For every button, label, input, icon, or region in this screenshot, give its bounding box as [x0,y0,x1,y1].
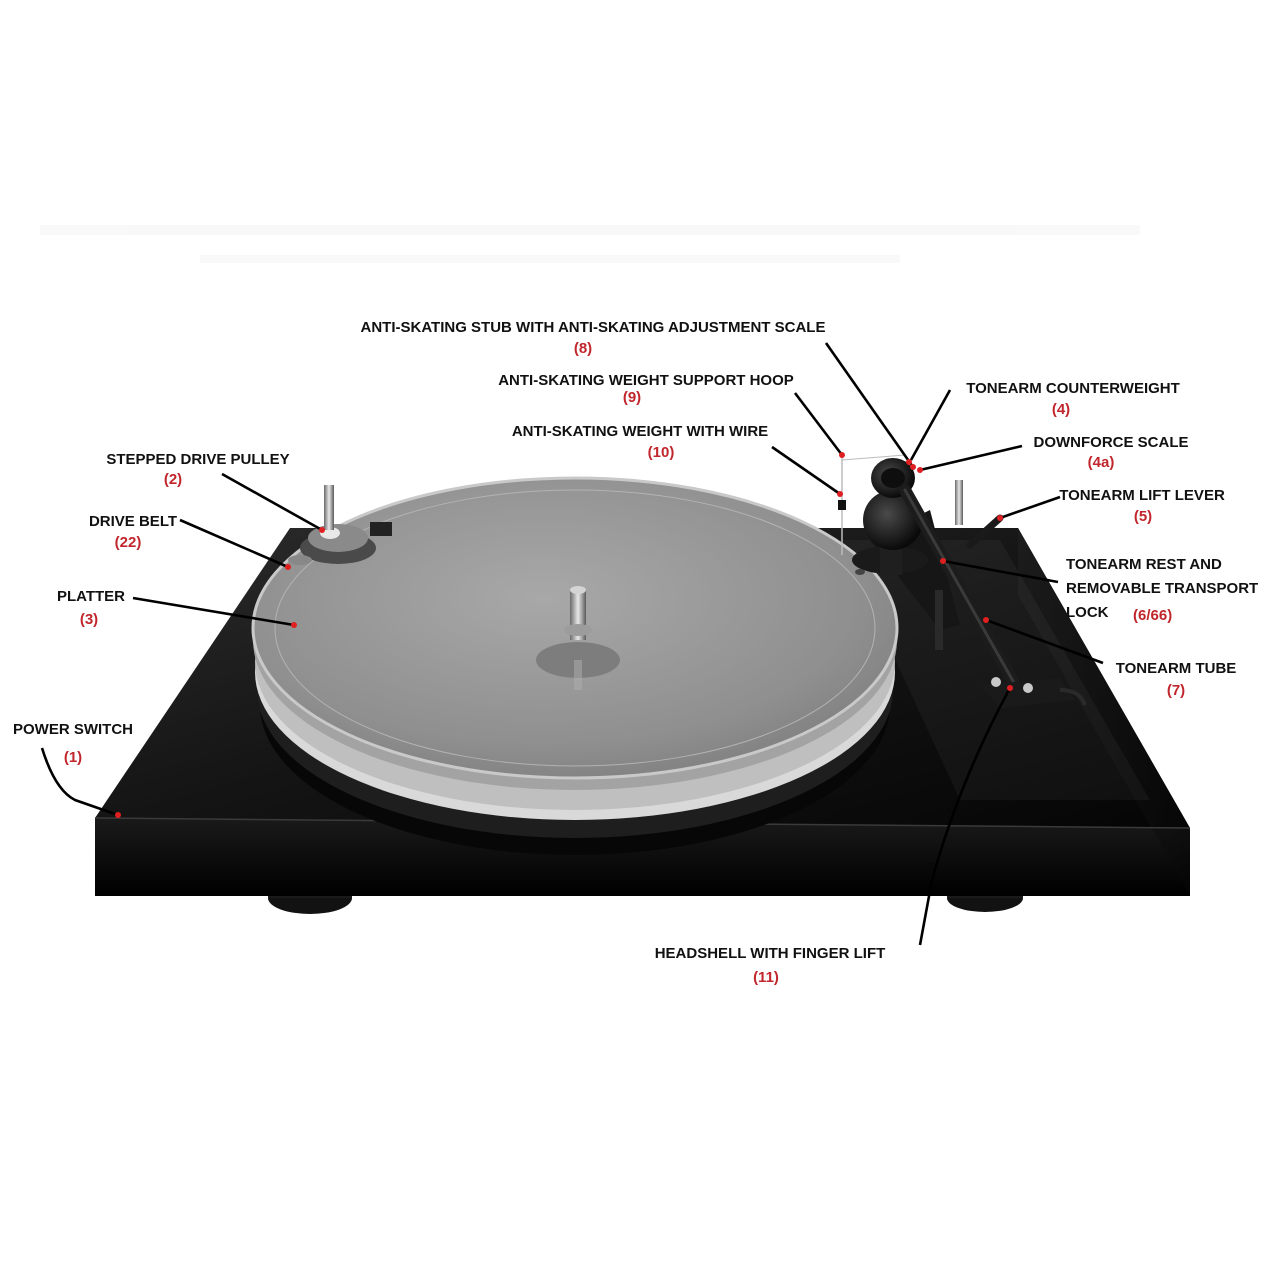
label-power-switch: POWER SWITCH [13,721,133,738]
leader-lift-lever [999,495,1061,520]
leader-tonearm-tube [985,618,1104,665]
marker-drive-pulley [319,527,325,533]
leader-weight-wire [771,445,841,496]
leader-platter [132,596,295,627]
leader-counterweight [909,389,952,461]
leader-support-hoop [793,392,844,456]
number-tonearm-tube: (7) [1167,682,1185,699]
label-tonearm-rest-line1: TONEARM REST AND [1066,556,1222,573]
number-antiskating-stub: (8) [574,340,592,357]
label-tonearm-rest-line2: REMOVABLE TRANSPORT [1066,580,1258,597]
label-counterweight: TONEARM COUNTERWEIGHT [966,380,1180,397]
marker-weight-wire [837,491,843,497]
leader-downforce [919,444,1023,472]
label-antiskating-stub: ANTI-SKATING STUB WITH ANTI-SKATING ADJU… [361,319,826,336]
label-support-hoop: ANTI-SKATING WEIGHT SUPPORT HOOP [498,372,794,389]
marker-downforce [917,467,923,473]
marker-antiskating-stub [910,464,916,470]
leader-drive-pulley [221,472,323,532]
marker-dots [115,452,1013,818]
leader-tonearm-rest [942,559,1059,584]
marker-lift-lever [997,515,1003,521]
label-tonearm-tube: TONEARM TUBE [1116,660,1237,677]
leader-headshell [918,687,1012,946]
leader-power-switch [40,747,119,817]
platter-assembly [251,476,899,855]
tonearm-assembly [838,454,1087,708]
marker-headshell [1007,685,1013,691]
number-power-switch: (1) [64,749,82,766]
marker-drive-belt [285,564,291,570]
marker-support-hoop [839,452,845,458]
marker-tonearm-tube [983,617,989,623]
number-weight-wire: (10) [648,444,675,461]
number-headshell: (11) [753,969,779,986]
label-weight-wire: ANTI-SKATING WEIGHT WITH WIRE [512,423,768,440]
leader-antiskating-stub [824,342,915,468]
marker-tonearm-rest [940,558,946,564]
callout-labels: ANTI-SKATING STUB WITH ANTI-SKATING ADJU… [13,319,1258,986]
number-downforce: (4a) [1088,454,1115,471]
background-watermark [40,225,1140,263]
marker-power-switch [115,812,121,818]
leader-lines [40,342,1104,946]
number-lift-lever: (5) [1134,508,1152,525]
label-drive-belt: DRIVE BELT [89,513,177,530]
marker-platter [291,622,297,628]
label-tonearm-rest-line3: LOCK [1066,604,1109,621]
label-drive-pulley: STEPPED DRIVE PULLEY [106,451,289,468]
label-headshell: HEADSHELL WITH FINGER LIFT [655,945,886,962]
number-counterweight: (4) [1052,401,1070,418]
number-support-hoop: (9) [623,389,641,406]
label-platter: PLATTER [57,588,125,605]
number-tonearm-rest: (6/66) [1133,607,1172,624]
marker-counterweight [906,459,912,465]
label-lift-lever: TONEARM LIFT LEVER [1059,487,1225,504]
number-drive-pulley: (2) [164,471,182,488]
leader-drive-belt [179,518,289,569]
label-downforce: DOWNFORCE SCALE [1034,434,1189,451]
number-drive-belt: (22) [115,534,142,551]
number-platter: (3) [80,611,98,628]
